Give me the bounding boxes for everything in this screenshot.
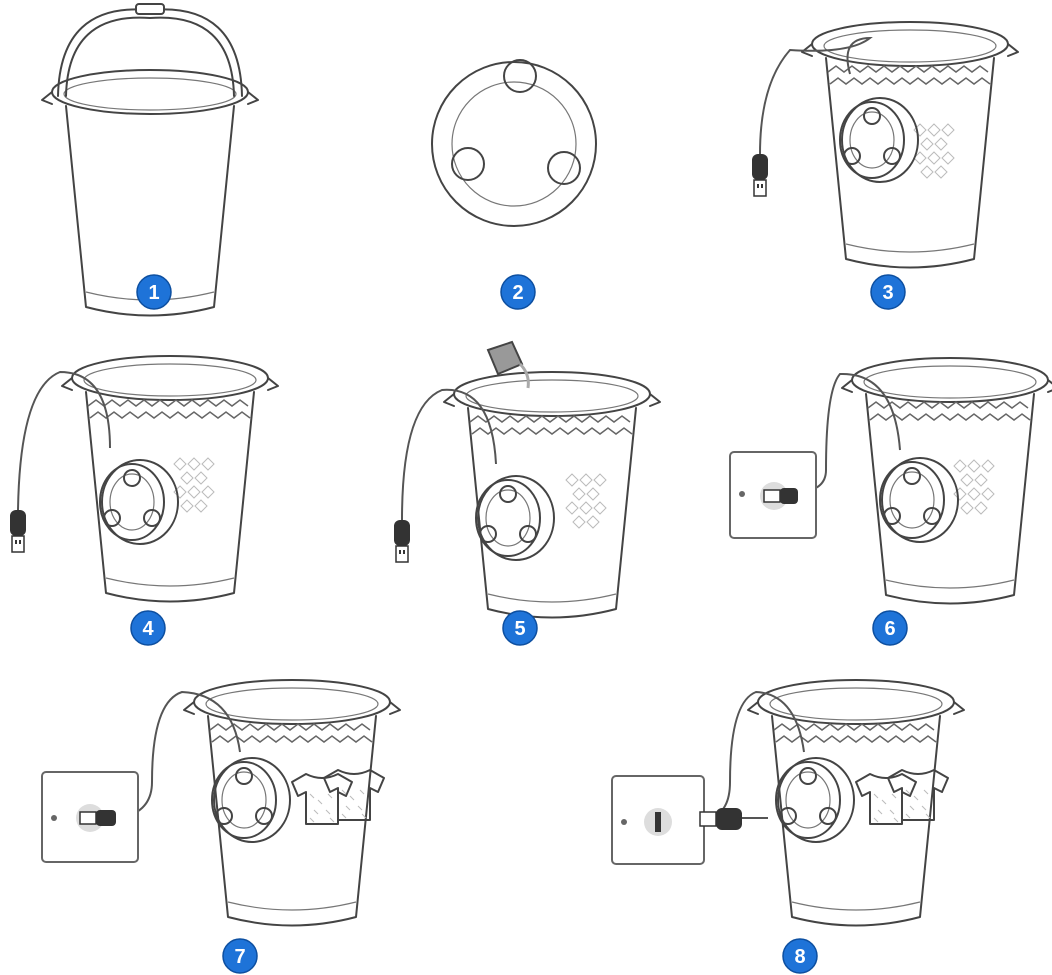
- usb-plug-icon: [752, 154, 768, 196]
- shirt-icon: [856, 774, 916, 824]
- step-badge-5: 5: [503, 611, 537, 645]
- step-7-bucket-with-clothes: [120, 680, 400, 926]
- step-8-bucket-switched-on: [710, 680, 964, 926]
- step-badge-5-label: 5: [514, 618, 525, 640]
- step-badge-1-label: 1: [148, 282, 159, 304]
- step-badge-2: 2: [501, 275, 535, 309]
- step-3-bucket-with-washer: [752, 22, 1018, 268]
- usb-plug-icon: [10, 510, 26, 552]
- step-6-bucket-plugged-in: [800, 358, 1052, 604]
- step-badge-7-label: 7: [234, 946, 245, 968]
- shirt-icon: [292, 774, 352, 824]
- step-badge-8-label: 8: [794, 946, 805, 968]
- step-badge-7: 7: [223, 939, 257, 973]
- step-7-wall-outlet-icon: [42, 772, 138, 862]
- step-4-bucket-with-washer: [10, 356, 278, 602]
- step-8-wall-outlet-icon: [612, 776, 704, 864]
- step-2-washer-disc-icon: [432, 60, 596, 226]
- step-badge-8: 8: [783, 939, 817, 973]
- usb-plug-icon: [394, 520, 410, 562]
- step-badge-6-label: 6: [884, 618, 895, 640]
- step-badge-6: 6: [873, 611, 907, 645]
- step-badge-3: 3: [871, 275, 905, 309]
- step-8-usb-plug-icon: [700, 808, 768, 830]
- step-badge-3-label: 3: [882, 282, 893, 304]
- step-badge-1: 1: [137, 275, 171, 309]
- step-6-wall-outlet-icon: [730, 452, 816, 538]
- step-badge-4: 4: [131, 611, 165, 645]
- step-badge-4-label: 4: [142, 618, 154, 640]
- step-1-bucket-icon: [42, 4, 258, 316]
- step-5-bucket-with-water: [394, 342, 660, 618]
- step-badge-2-label: 2: [512, 282, 523, 304]
